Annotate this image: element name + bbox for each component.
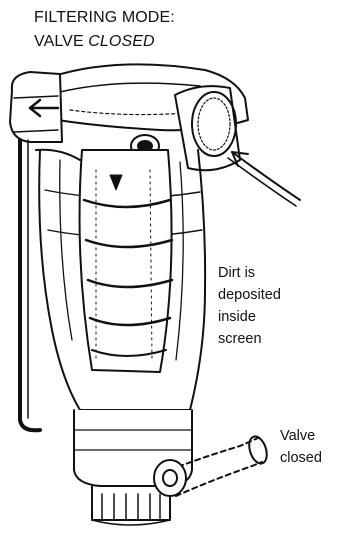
valve-line: closed [280, 447, 322, 469]
outlet-port [175, 86, 240, 170]
valve-line: Valve [280, 425, 322, 447]
cutaway-frame [20, 140, 80, 430]
dirt-line: inside [218, 306, 281, 328]
dirt-line: screen [218, 328, 281, 350]
dirt-line: deposited [218, 284, 281, 306]
inlet-port [10, 72, 62, 142]
dirt-line: Dirt is [218, 262, 281, 284]
valve-annotation: Valve closed [280, 425, 322, 469]
filter-screen [80, 150, 172, 372]
dirt-annotation: Dirt is deposited inside screen [218, 262, 281, 350]
